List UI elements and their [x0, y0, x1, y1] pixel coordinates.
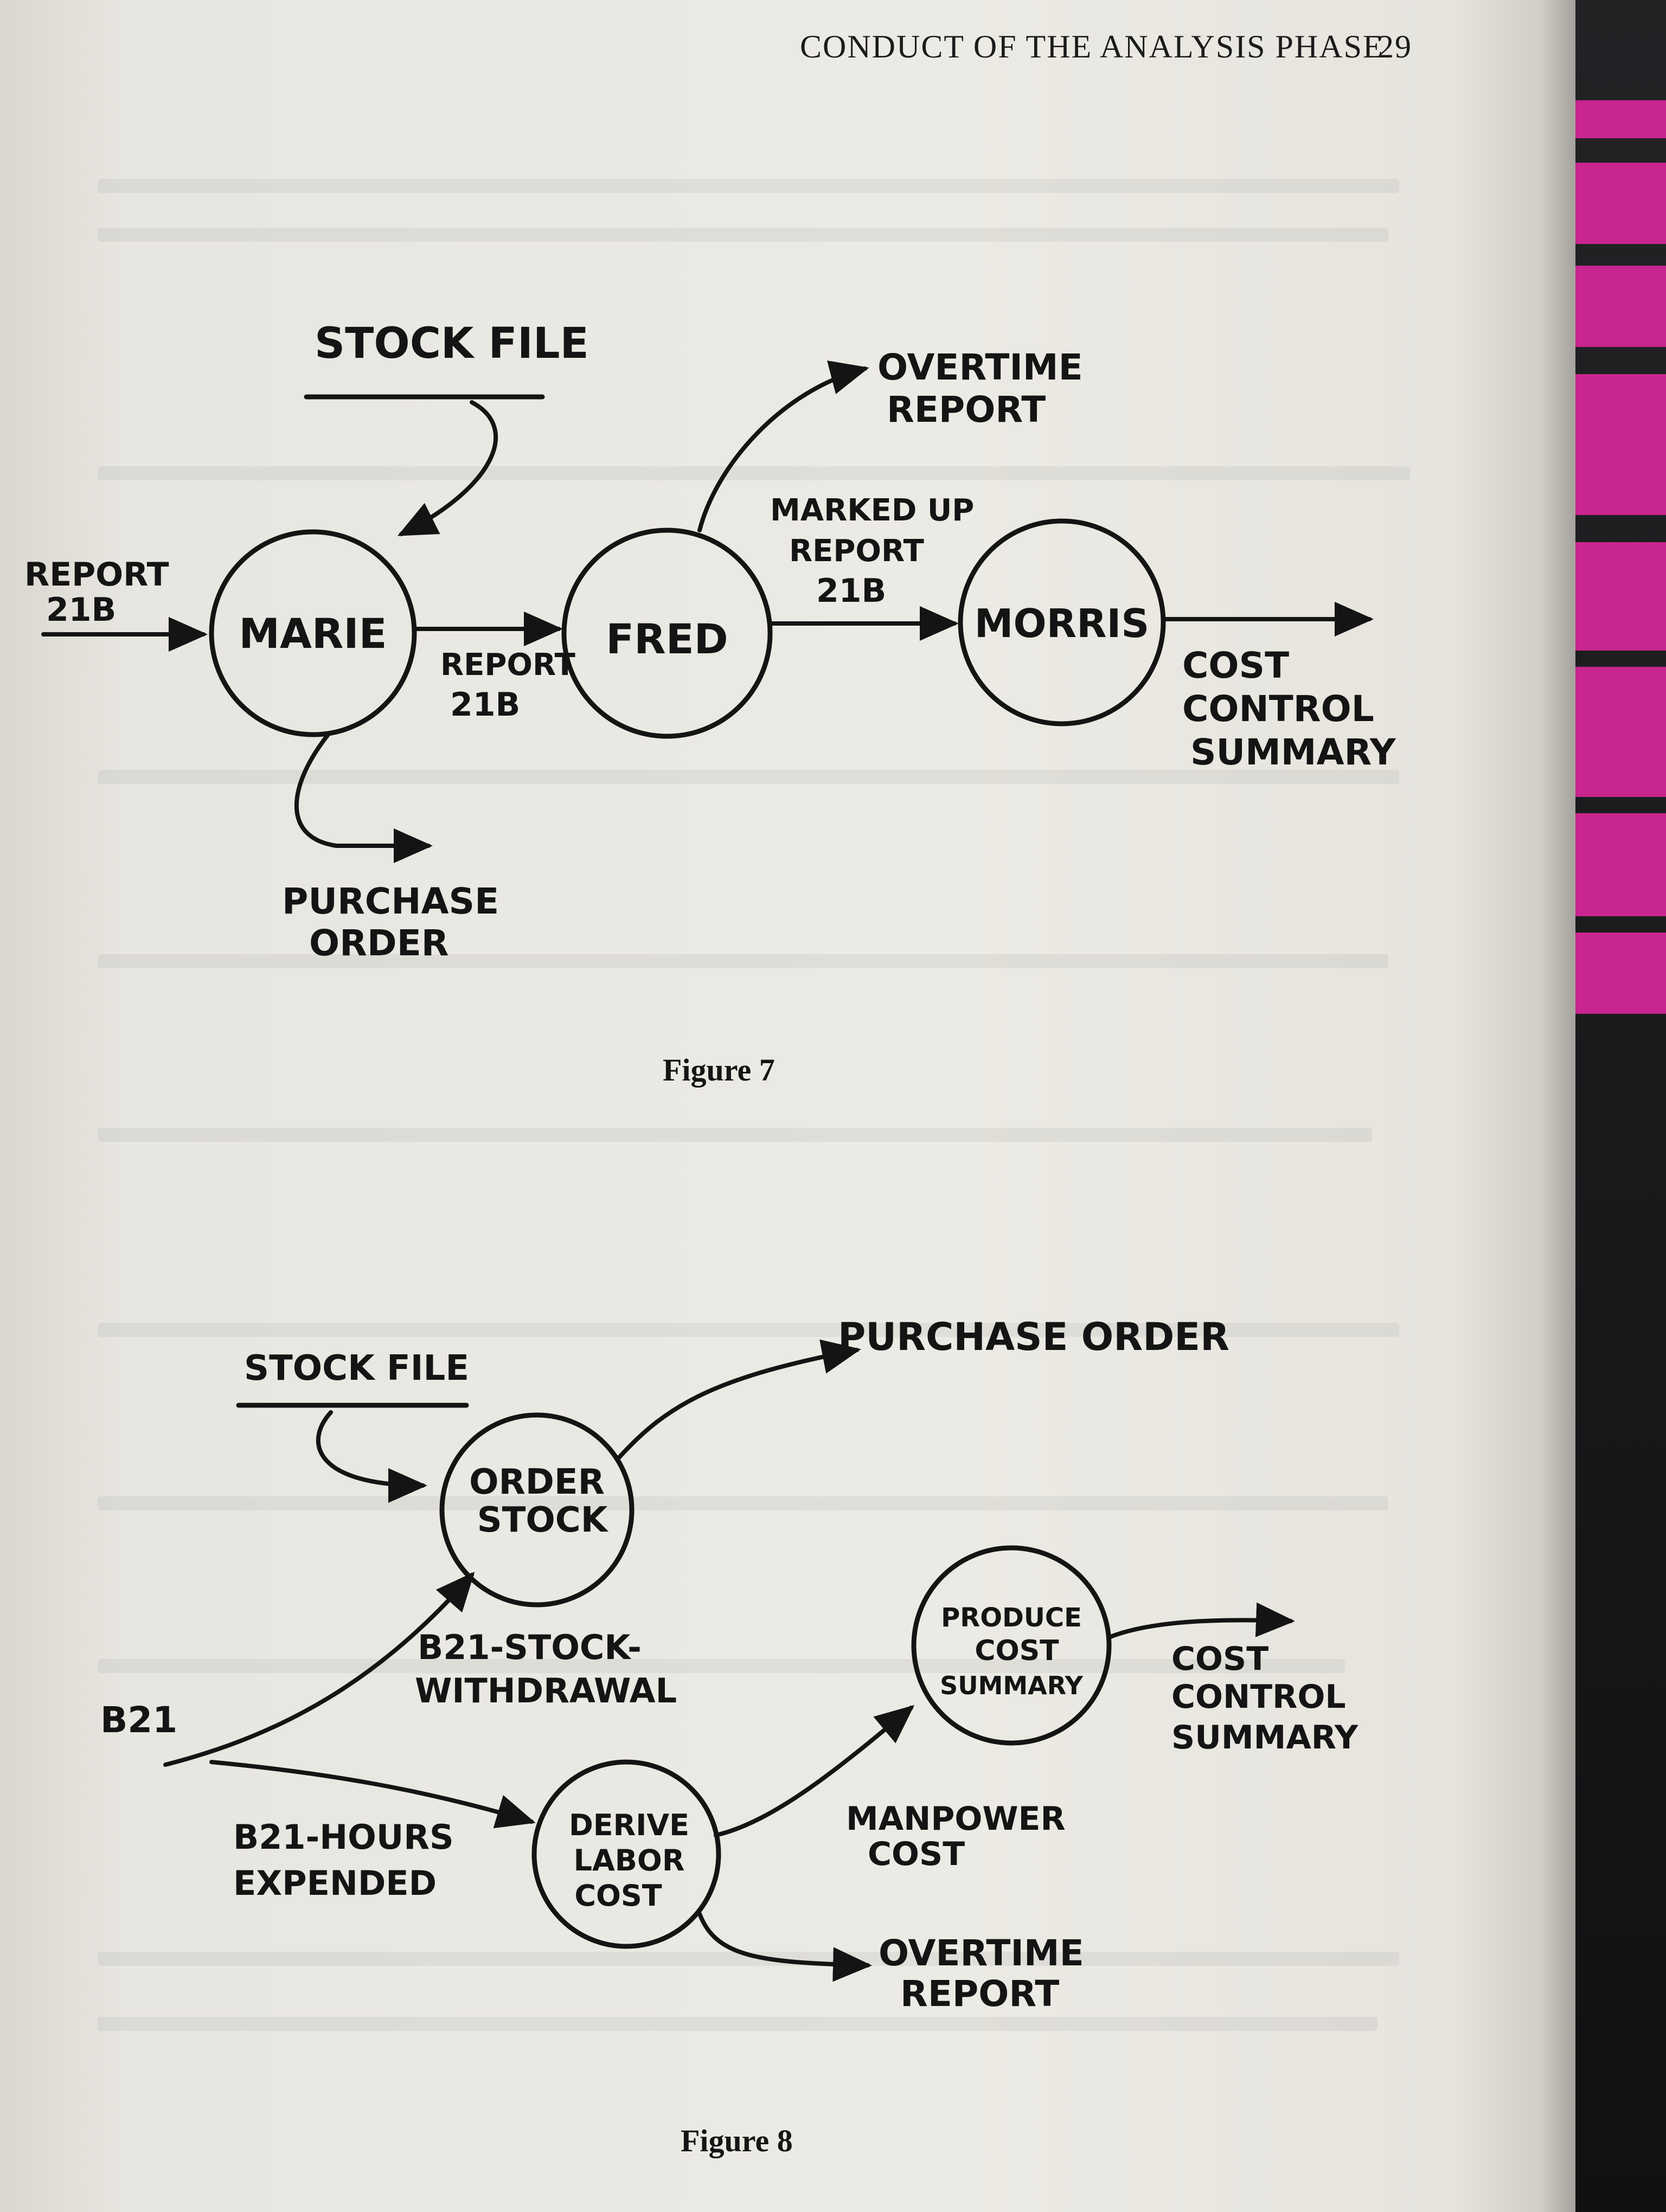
sticky-tab	[1575, 374, 1666, 515]
bleed-through-line	[98, 1659, 1345, 1673]
fig8-produce-label: PRODUCE	[941, 1603, 1082, 1633]
fig7-flow-stock-to-marie	[397, 400, 498, 536]
fig8-manpower-line1: MANPOWER	[846, 1800, 1066, 1838]
fig8-flow-order-to-purchase	[616, 1339, 861, 1461]
sticky-tab	[1575, 667, 1666, 797]
bleed-through-line	[98, 466, 1410, 480]
fig8-purchase-order-label: PURCHASE ORDER	[838, 1315, 1229, 1359]
sticky-tab	[1575, 163, 1666, 244]
figure-7-caption: Figure 7	[663, 1052, 775, 1088]
fig8-hours-line1: B21-HOURS	[233, 1817, 454, 1857]
fig8-produce-cost-label: COST	[975, 1635, 1059, 1667]
fig7-process-fred-label: FRED	[606, 615, 728, 663]
figure-8-caption: Figure 8	[681, 2123, 793, 2158]
fig7-input-report-number: 21B	[46, 591, 116, 629]
fig8-stock-label: STOCK	[477, 1500, 609, 1540]
fig8-flow-b21-to-order	[163, 1571, 475, 1767]
fig7-process-marie-label: MARIE	[239, 609, 387, 658]
sticky-tab	[1575, 266, 1666, 347]
fig7-flow-fred-to-overtime	[697, 361, 869, 532]
bleed-through-line	[98, 2017, 1377, 2031]
fig7-marie-fred-number: 21B	[450, 686, 520, 724]
fig8-source-b21: B21	[100, 1699, 177, 1741]
bleed-through-line	[98, 954, 1388, 968]
fig7-purchase-label: PURCHASE	[282, 880, 499, 922]
fig7-overtime-report: REPORT	[887, 389, 1046, 430]
fig8-flow-derive-to-overtime	[697, 1912, 872, 1982]
fig8-labor-label: LABOR	[574, 1843, 685, 1877]
page-number: 29	[1377, 29, 1412, 65]
fig8-cost-line1: COST	[1171, 1640, 1268, 1678]
sticky-tab	[1575, 813, 1666, 916]
sticky-tab	[1575, 933, 1666, 1014]
fig7-marked-up-report: REPORT	[789, 533, 924, 569]
page-edge-shadow	[1540, 0, 1575, 2212]
bleed-through-line	[98, 1323, 1399, 1337]
fig7-cost-control: CONTROL	[1182, 688, 1374, 730]
fig8-flow-stock-to-order	[316, 1410, 427, 1503]
fig8-manpower-line2: COST	[868, 1835, 965, 1873]
bleed-through-line	[98, 228, 1388, 242]
fig8-order-label: ORDER	[469, 1462, 605, 1502]
fig8-withdrawal-line1: B21-STOCK-	[418, 1628, 642, 1667]
fig8-store-label: STOCK FILE	[244, 1348, 469, 1388]
fig8-process-order-stock	[439, 1412, 635, 1607]
fig8-flow-produce-to-cost	[1107, 1602, 1295, 1639]
fig8-withdrawal-line2: WITHDRAWAL	[415, 1671, 677, 1711]
fig8-derive-label: DERIVE	[569, 1808, 689, 1842]
fig8-flow-derive-to-produce	[714, 1705, 915, 1837]
bleed-through-line	[98, 179, 1399, 193]
fig8-cost-label-derive: COST	[574, 1879, 662, 1913]
fig7-cost-label: COST	[1182, 645, 1289, 686]
fig8-produce-summary-label: SUMMARY	[940, 1671, 1084, 1700]
fig8-overtime-line1: OVERTIME	[879, 1932, 1084, 1974]
fig8-cost-line3: SUMMARY	[1171, 1719, 1359, 1757]
fig8-process-produce-cost-summary	[911, 1545, 1112, 1746]
fig8-flow-b21-to-derive	[209, 1760, 536, 1829]
fig7-purchase-order: ORDER	[309, 922, 449, 964]
bleed-through-line	[98, 1128, 1372, 1142]
fig8-overtime-line2: REPORT	[900, 1973, 1059, 2015]
fig7-marked-up-number: 21B	[816, 572, 886, 610]
running-head-title: CONDUCT OF THE ANALYSIS PHASE	[800, 29, 1384, 65]
data-flow-diagrams: STOCK FILE MARIE FRED MORRIS REPORT 21B …	[24, 319, 1396, 2015]
bleed-through-line	[98, 770, 1399, 784]
figure-8: STOCK FILE ORDER STOCK PURCHASE ORDER B2…	[100, 1315, 1359, 2015]
book-page: CONDUCT OF THE ANALYSIS PHASE 29 STOCK F…	[0, 0, 1575, 2212]
fig7-marie-fred-label: REPORT	[440, 647, 575, 683]
fig8-cost-line2: CONTROL	[1171, 1678, 1346, 1716]
figure-7: STOCK FILE MARIE FRED MORRIS REPORT 21B …	[24, 319, 1396, 964]
fig7-flow-marie-to-purchase	[294, 732, 433, 863]
fig7-process-morris-label: MORRIS	[975, 601, 1149, 646]
fig8-process-derive-labor-cost	[531, 1759, 721, 1949]
fig7-process-morris	[958, 518, 1166, 726]
fig7-cost-summary: SUMMARY	[1190, 731, 1396, 773]
fig7-input-report-label: REPORT	[24, 556, 169, 594]
sticky-tab	[1575, 100, 1666, 138]
fig7-process-fred	[561, 528, 773, 739]
sticky-tab	[1575, 542, 1666, 651]
fig7-process-marie	[209, 529, 417, 737]
fig7-overtime-label: OVERTIME	[877, 346, 1083, 388]
bleed-through-line	[98, 1496, 1388, 1510]
fig7-marked-up-label: MARKED UP	[770, 493, 974, 528]
fig7-store-label: STOCK FILE	[315, 319, 589, 368]
fig8-hours-line2: EXPENDED	[233, 1863, 437, 1903]
